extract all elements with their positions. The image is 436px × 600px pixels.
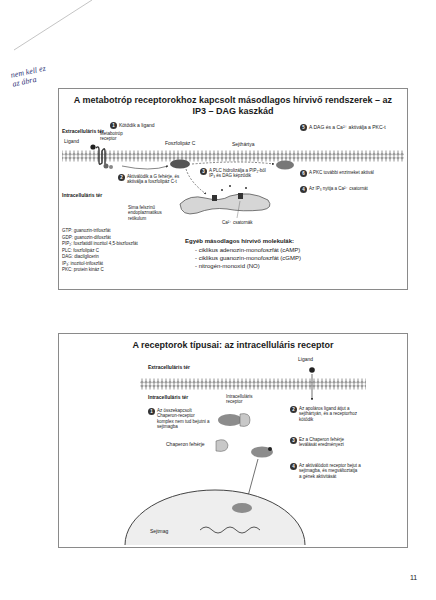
text-label: A PKC további enzimeket aktivál	[309, 170, 389, 175]
slide-title: A receptorok típusai: az intracelluláris…	[59, 334, 407, 351]
bound-ligand	[268, 447, 272, 451]
metabotropic-receptor	[96, 147, 105, 164]
text-label: Metabotróp receptor	[100, 131, 134, 142]
callout-number: 6	[300, 170, 307, 177]
nuclear-entry-arrow	[248, 459, 258, 496]
ca-ion	[245, 187, 247, 189]
smooth-er	[180, 194, 270, 214]
cell-membrane	[62, 150, 404, 162]
text-label: Az apoláros ligand átjut a sejthártyán, …	[299, 406, 361, 422]
text-label: - nitrogén-monoxid (NO)	[195, 263, 355, 270]
plc-enzyme	[170, 160, 190, 169]
text-label: GDP: guanozin-difoszfát	[62, 235, 182, 240]
slide-frame: A receptorok típusai: az intracelluláris…	[58, 333, 408, 548]
text-label: Az IP₃ nyitja a Ca²⁺ csatornát	[309, 186, 369, 191]
ca-channel	[212, 195, 217, 201]
callout-number: 1	[110, 122, 117, 129]
chaperon-protein	[216, 440, 228, 452]
text-label: GTP: guanozin-trifoszfát	[62, 228, 182, 233]
callout-number: 2	[118, 174, 125, 181]
ip3-dag-illustration	[62, 144, 404, 218]
ca-ion	[229, 185, 231, 187]
scan-line	[14, 0, 92, 50]
text-label: Intracelluláris receptor	[226, 394, 268, 405]
text-label: Foszfolipáz C	[165, 140, 210, 146]
text-label: Az aktiválódott receptor bejut a sejtmag…	[299, 463, 361, 479]
chaperon-complex	[240, 414, 250, 427]
text-label: Sejtmag	[150, 528, 190, 534]
callout-number: 4	[290, 463, 297, 470]
text-label: PLC: foszfolipáz C	[62, 248, 182, 253]
callout-number: 4	[300, 186, 307, 193]
leader-line	[237, 201, 240, 218]
callout-number: 3	[290, 437, 297, 444]
callout-number: 5	[300, 124, 307, 131]
text-label: A PLC hidrolizálja a PIP₂-ből IP₃ és DAG…	[209, 168, 271, 179]
text-label: Sejthártya	[232, 141, 267, 147]
receptor-on-dna	[232, 503, 252, 513]
handwritten-note: nem kell ez az ábra	[10, 63, 55, 89]
nucleus	[125, 490, 305, 545]
text-label: IP₃: inozitol-trifoszfát	[62, 261, 182, 266]
callout-number: 3	[200, 168, 207, 175]
activated-receptor	[251, 447, 273, 458]
text-label: Az összekapcsolt Chaperon-receptor kompl…	[157, 408, 212, 430]
text-label: Ligand	[64, 138, 92, 144]
text-label: A DAG és a Ca²⁺ aktiválja a PKC-t	[309, 124, 389, 130]
pkc-enzyme	[276, 161, 294, 170]
text-label: Chaperon fehérje	[166, 441, 212, 447]
ligand-arrow	[312, 374, 313, 400]
ca-ion	[221, 189, 223, 191]
ligand-dot	[90, 144, 95, 149]
region-label: Intracelluláris tér	[148, 394, 210, 400]
ca-channel	[238, 193, 243, 199]
text-label: Sima felszínű endoplazmatikus retikulum	[128, 205, 176, 221]
text-label: - ciklikus guanozin-monofoszfát (cGMP)	[195, 255, 355, 262]
activation-arrow	[122, 166, 168, 169]
ip3-arrow	[186, 169, 206, 194]
text-label: Ez a Chaperon fehérje leválását eredmény…	[299, 437, 359, 448]
g-protein	[104, 164, 109, 169]
text-label: Ca²⁺ csatornák	[222, 220, 267, 225]
text-label: PKC: protein kináz C	[62, 267, 182, 272]
text-label: DAG: diacilglicerin	[62, 254, 182, 259]
ligand-dot	[309, 367, 315, 373]
text-label: Kötődik a ligand	[119, 122, 171, 128]
g-protein	[109, 165, 113, 169]
text-label: Ligand	[298, 356, 330, 362]
receptor	[218, 414, 242, 426]
region-label: Extracelluláris tér	[148, 364, 218, 370]
callout-number: 1	[148, 408, 155, 415]
slide-title: A metabotróp receptorokhoz kapcsolt máso…	[59, 89, 407, 117]
callout-number: 2	[290, 406, 297, 413]
text-label: Aktiválódik a G fehérje, és aktiválja a …	[127, 174, 182, 185]
dna	[200, 527, 260, 533]
region-label: Intracelluláris tér	[62, 192, 124, 198]
intracellular-receptor-illustration	[125, 367, 366, 545]
region-label: Egyéb másodlagos hírvivő molekulák:	[185, 238, 345, 245]
cell-membrane	[140, 378, 366, 390]
text-label: - ciklikus adenozin-monofoszfát (cAMP)	[195, 247, 355, 254]
dag-arrow	[192, 162, 274, 164]
text-label: 11	[410, 574, 426, 582]
text-label: PIP₂: foszfatidil inozitol 4,5-biszfoszf…	[62, 241, 182, 246]
